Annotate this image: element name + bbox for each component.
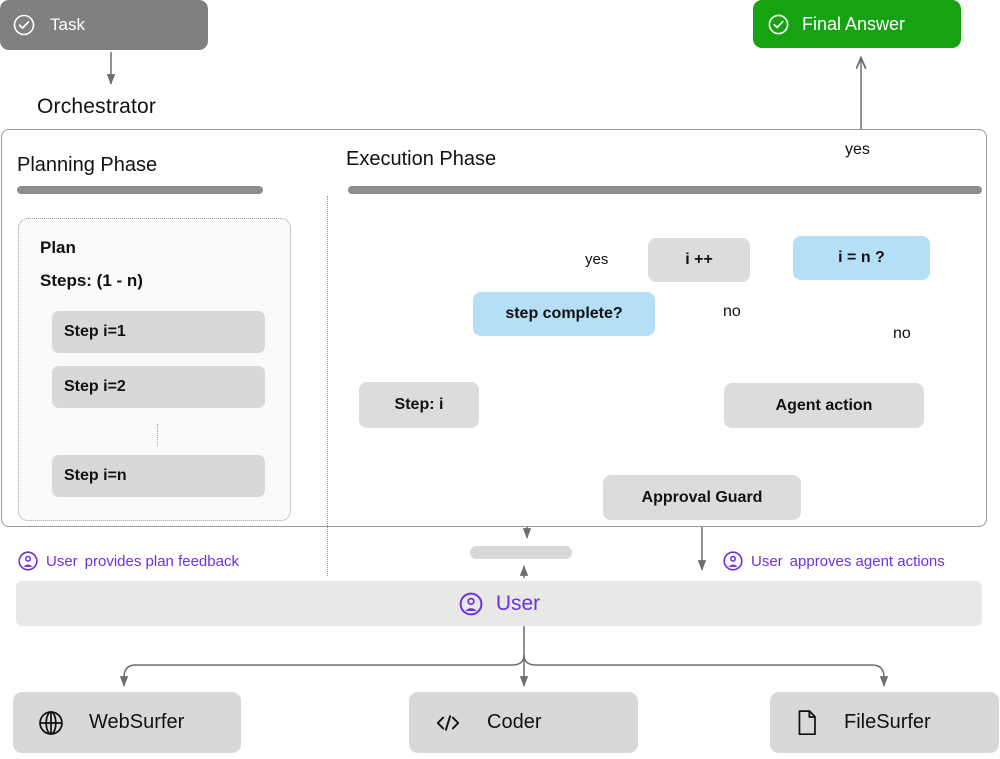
node-step-complete[interactable]: step complete?: [473, 292, 655, 336]
user-note-plan-feedback: User provides plan feedback: [17, 550, 239, 572]
agent-label: Coder: [487, 711, 542, 733]
planning-phase-bar: [17, 186, 263, 194]
user-note-text: approves agent actions: [789, 552, 945, 570]
node-label: Agent action: [775, 396, 873, 414]
agent-label: WebSurfer: [89, 711, 185, 733]
execution-phase-bar: [348, 186, 982, 194]
edge-label-yes-increment: yes: [585, 251, 609, 268]
check-circle-icon: [12, 13, 36, 37]
node-agent-action[interactable]: Agent action: [724, 383, 924, 428]
final-answer-chip[interactable]: Final Answer: [753, 0, 961, 48]
plan-ellipsis-icon: [157, 424, 158, 446]
globe-icon: [37, 709, 65, 737]
plan-heading: Plan: [40, 238, 76, 257]
node-i-equals-n[interactable]: i = n ?: [793, 236, 930, 280]
task-label: Task: [50, 15, 85, 34]
user-circle-icon: [17, 550, 39, 572]
planning-phase-title: Planning Phase: [17, 154, 158, 176]
node-label: Approval Guard: [641, 488, 763, 506]
user-circle-icon: [722, 550, 744, 572]
agent-websurfer[interactable]: WebSurfer: [13, 692, 241, 753]
code-icon: [433, 709, 463, 737]
agent-filesurfer[interactable]: FileSurfer: [770, 692, 999, 753]
agent-coder[interactable]: Coder: [409, 692, 638, 753]
plan-step-item[interactable]: Step i=1: [52, 311, 265, 353]
user-bar[interactable]: User: [16, 581, 982, 626]
document-icon: [794, 709, 820, 737]
node-approval-guard[interactable]: Approval Guard: [603, 475, 801, 520]
edge-label-no-i-equals-n: no: [893, 325, 911, 342]
plan-step-item[interactable]: Step i=2: [52, 366, 265, 408]
check-circle-icon: [767, 13, 790, 36]
execution-phase-title: Execution Phase: [346, 148, 497, 170]
final-answer-label: Final Answer: [802, 13, 906, 34]
user-circle-icon: [458, 591, 484, 617]
node-step-i[interactable]: Step: i: [359, 382, 479, 428]
plan-step-item[interactable]: Step i=n: [52, 455, 265, 497]
plan-step-label: Step i=n: [64, 467, 127, 484]
user-note-name: User: [46, 552, 78, 570]
user-note-approves-actions: User approves agent actions: [722, 550, 945, 572]
plan-steps-range: Steps: (1 - n): [40, 271, 143, 290]
orchestrator-title: Orchestrator: [37, 95, 157, 118]
node-label: step complete?: [505, 305, 623, 322]
plan-step-label: Step i=1: [64, 323, 126, 340]
phase-divider: [327, 196, 328, 576]
edge-label-no-step-complete: no: [723, 303, 741, 320]
task-chip[interactable]: Task: [0, 0, 208, 50]
user-bar-label: User: [495, 591, 541, 615]
node-i-plus-plus[interactable]: i ++: [648, 238, 750, 282]
user-note-name: User: [751, 552, 783, 570]
node-label: i = n ?: [838, 249, 885, 266]
node-label: Step: i: [394, 396, 444, 413]
edge-label-yes-final: yes: [845, 141, 870, 158]
user-note-text: provides plan feedback: [84, 552, 239, 570]
node-label: i ++: [685, 251, 713, 268]
plan-step-label: Step i=2: [64, 378, 126, 395]
agent-label: FileSurfer: [844, 711, 931, 733]
user-input-pill: [470, 546, 572, 559]
